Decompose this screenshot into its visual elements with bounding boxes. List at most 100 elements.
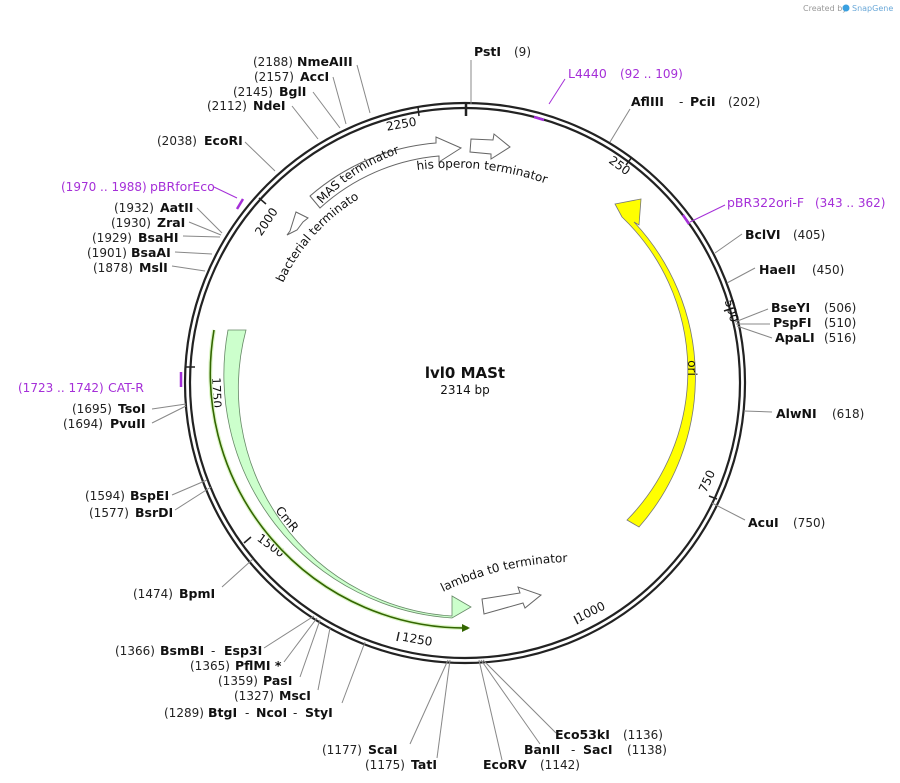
svg-text:StyI: StyI: [305, 705, 333, 720]
site-acci[interactable]: AccI (2157): [254, 69, 347, 125]
svg-text:AlwNI: AlwNI: [776, 406, 817, 421]
svg-text:(1474): (1474): [133, 587, 173, 601]
site-psti[interactable]: PstI(9): [470, 44, 531, 104]
site-ndei[interactable]: NdeI(2112): [207, 98, 319, 140]
site-zrai[interactable]: ZraI(1930): [111, 215, 222, 236]
svg-text:PciI: PciI: [690, 94, 716, 109]
svg-text:(1930): (1930): [111, 216, 151, 230]
site-bsrdi[interactable]: BsrDI (1577): [89, 486, 212, 520]
ori-feature[interactable]: [614, 198, 696, 528]
svg-text:MscI: MscI: [279, 688, 311, 703]
svg-text:(92 .. 109): (92 .. 109): [620, 67, 683, 81]
mas-terminator-arrow[interactable]: [309, 136, 463, 209]
primer-pbr322ori-f[interactable]: pBR322ori-F (343 .. 362): [681, 195, 885, 225]
svg-text:(1594): (1594): [85, 489, 125, 503]
svg-text:SacI: SacI: [583, 742, 613, 757]
primer-pbrforeco[interactable]: pBRforEco (1970 .. 1988): [61, 179, 245, 210]
svg-text:(1929): (1929): [92, 231, 132, 245]
svg-text:BpmI: BpmI: [179, 586, 215, 601]
svg-text:(1365): (1365): [190, 659, 230, 673]
site-scai[interactable]: ScaI(1177): [322, 659, 449, 757]
plasmid-length: 2314 bp: [440, 383, 490, 397]
svg-text:(1289): (1289): [164, 706, 204, 720]
site-btgi-ncoi-styi[interactable]: BtgI-NcoI-StyI(1289): [164, 641, 366, 720]
tick-750: 750: [696, 468, 718, 500]
site-aatii[interactable]: AatII(1932): [114, 200, 223, 234]
svg-text:(1177): (1177): [322, 743, 362, 757]
svg-text:(450): (450): [812, 263, 844, 277]
svg-text:BglI: BglI: [279, 84, 306, 99]
site-banii-saci[interactable]: BanII-SacI(1138): [480, 659, 667, 757]
site-bsmbi-esp3i[interactable]: BsmBI-Esp3I(1366): [115, 615, 315, 658]
svg-text:(1175): (1175): [365, 758, 405, 772]
svg-text:(1901): (1901): [87, 246, 127, 260]
backbone-outer-strand: [183, 101, 747, 665]
svg-text:(1577): (1577): [89, 506, 129, 520]
svg-text:L4440: L4440: [568, 66, 607, 81]
site-msci[interactable]: MscI(1327): [234, 627, 331, 703]
site-pflmi[interactable]: PflMI *(1365): [190, 617, 318, 673]
site-nmeaiii[interactable]: NmeAIII(2188): [253, 54, 371, 114]
site-eco53ki[interactable]: Eco53kI(1136): [482, 659, 663, 742]
svg-text:BclVI: BclVI: [745, 227, 781, 242]
site-bspei[interactable]: BspEI (1594): [85, 479, 208, 503]
svg-text:1250: 1250: [401, 630, 434, 649]
credit-created-by: Created by: [803, 4, 847, 13]
site-tati[interactable]: TatI (1175): [365, 659, 451, 772]
site-bsahi[interactable]: BsaHI(1929): [92, 230, 221, 245]
svg-text:(2145): (2145): [233, 85, 273, 99]
site-bseyi[interactable]: BseYI(506): [734, 300, 856, 323]
site-pspfi[interactable]: PspFI(510): [736, 315, 856, 330]
svg-text:(1138): (1138): [627, 743, 667, 757]
site-acui[interactable]: AcuI(750): [711, 502, 825, 530]
site-pasi[interactable]: PasI(1359): [218, 619, 321, 688]
site-afliii-pcii[interactable]: AflIII-PciI(202): [609, 94, 760, 143]
lambda-terminator-label: lambda t0 terminator: [438, 551, 567, 595]
svg-text:(516): (516): [824, 331, 856, 345]
svg-text:Esp3I: Esp3I: [224, 643, 262, 658]
svg-text:(618): (618): [832, 407, 864, 421]
site-bpmi[interactable]: BpmI (1474): [133, 558, 254, 601]
svg-text:AccI: AccI: [300, 69, 329, 84]
svg-text:TatI: TatI: [411, 757, 437, 772]
svg-text:BsaAI: BsaAI: [131, 245, 171, 260]
site-apali[interactable]: ApaLI(516): [736, 325, 856, 345]
site-haeii[interactable]: HaeII (450): [726, 262, 844, 284]
site-bclvi[interactable]: BclVI(405): [714, 227, 825, 254]
ori-label: ori: [685, 360, 699, 376]
site-ecori[interactable]: EcoRI(2038): [157, 133, 276, 172]
svg-text:PasI: PasI: [263, 673, 292, 688]
svg-text:750: 750: [696, 468, 718, 495]
svg-text:NcoI: NcoI: [256, 705, 287, 720]
primer-l4440[interactable]: L4440 (92 .. 109): [533, 66, 683, 122]
site-bgli[interactable]: BglI (2145): [233, 84, 341, 129]
svg-text:BsrDI: BsrDI: [135, 505, 173, 520]
svg-text:BtgI: BtgI: [208, 705, 237, 720]
tick-500: 500: [722, 298, 742, 324]
site-msli[interactable]: MslI(1878): [93, 260, 206, 275]
svg-text:PspFI: PspFI: [773, 315, 812, 330]
site-bsaai[interactable]: BsaAI (1901): [87, 245, 213, 260]
svg-text:2250: 2250: [385, 115, 418, 134]
bacterial-terminator-arrow[interactable]: [286, 211, 309, 236]
credit-brand: SnapGene: [852, 4, 893, 13]
svg-text:(343 .. 362): (343 .. 362): [815, 196, 885, 210]
svg-text:-: -: [293, 706, 297, 720]
cmr-feature[interactable]: [223, 329, 472, 619]
lambda-terminator-arrow[interactable]: [481, 586, 543, 615]
svg-text:HaeII: HaeII: [759, 262, 796, 277]
svg-text:(2157): (2157): [254, 70, 294, 84]
svg-text:Eco53kI: Eco53kI: [555, 727, 610, 742]
site-pvuii[interactable]: PvuII(1694): [63, 405, 187, 431]
site-tsoi[interactable]: TsoI(1695): [72, 401, 187, 416]
primer-cat-r[interactable]: CAT-R (1723 .. 1742): [18, 372, 183, 395]
his-terminator-arrow[interactable]: [469, 133, 511, 160]
svg-text:-: -: [245, 706, 249, 720]
tick-1250: 1250: [396, 630, 434, 649]
site-ecorv[interactable]: EcoRV(1142): [478, 659, 580, 772]
svg-text:BspEI: BspEI: [130, 488, 169, 503]
svg-text:2000: 2000: [252, 205, 281, 238]
svg-text:PstI: PstI: [474, 44, 501, 59]
site-alwni[interactable]: AlwNI (618): [743, 406, 864, 421]
